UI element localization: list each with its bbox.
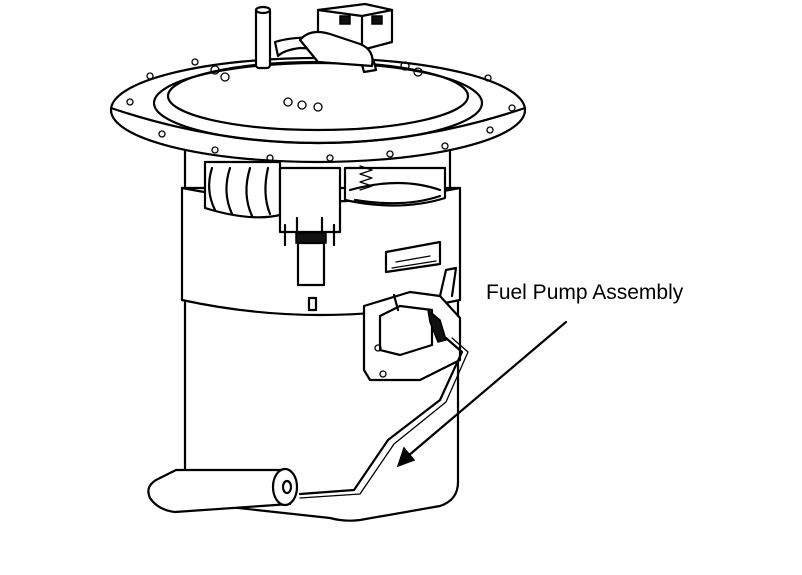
callout-arrow — [396, 320, 568, 468]
callout-label: Fuel Pump Assembly — [486, 281, 684, 304]
inlet-strainer — [147, 467, 299, 514]
electrical-connector — [298, 2, 394, 68]
fuel-level-sender — [362, 266, 462, 382]
float-arm — [298, 336, 469, 499]
internal-pump — [203, 160, 447, 287]
